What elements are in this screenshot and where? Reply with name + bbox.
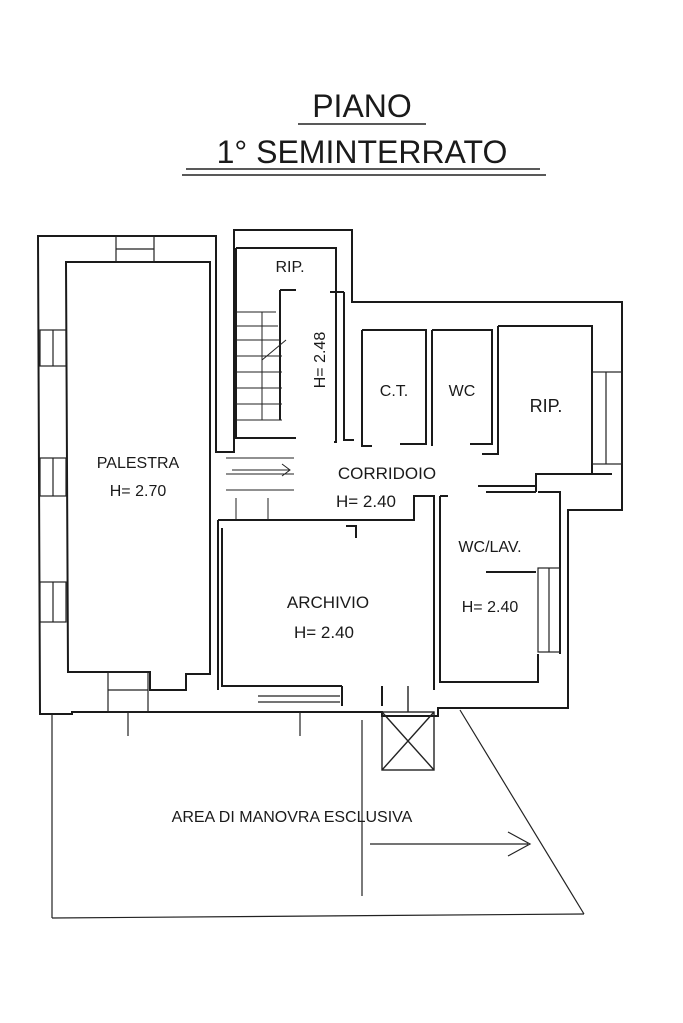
staircase [226,311,294,520]
outdoor-area [51,709,585,919]
windows [39,235,623,713]
entrance-box [381,686,435,771]
walls [36,229,623,717]
rip-top-height: H= 2.48 [312,332,329,389]
rip-top-name: RIP. [275,259,304,276]
wc-lav-name: WC/LAV. [458,539,521,556]
outdoor-arrow [370,831,532,857]
ct-name: C.T. [380,383,408,400]
archivio-height: H= 2.40 [294,623,354,642]
palestra-inner-wall [64,261,211,691]
corridoio-name: CORRIDOIO [338,464,436,483]
wc-walls [431,329,493,446]
outdoor-label: AREA DI MANOVRA ESCLUSIVA [172,809,413,826]
archivio-walls [217,495,435,690]
title-line-1: PIANO [312,88,412,124]
rip-right-walls [478,325,593,487]
palestra-height: H= 2.70 [110,483,167,500]
plan-title: PIANO 1° SEMINTERRATO [182,88,546,176]
stair-arrow [232,463,291,477]
wc-lav-walls [439,495,539,683]
rip-top-inner-wall [235,247,337,443]
corridoio-height: H= 2.40 [336,492,396,511]
ct-walls [361,329,427,447]
rip-right-name: RIP. [530,396,563,416]
wc-lav-height: H= 2.40 [462,599,519,616]
room-labels: PALESTRA H= 2.70 RIP. H= 2.48 C.T. WC RI… [97,259,563,642]
title-line-2: 1° SEMINTERRATO [217,134,508,170]
outer-wall [36,229,623,717]
archivio-name: ARCHIVIO [287,593,369,612]
wc-name: WC [449,383,476,400]
palestra-name: PALESTRA [97,455,180,472]
